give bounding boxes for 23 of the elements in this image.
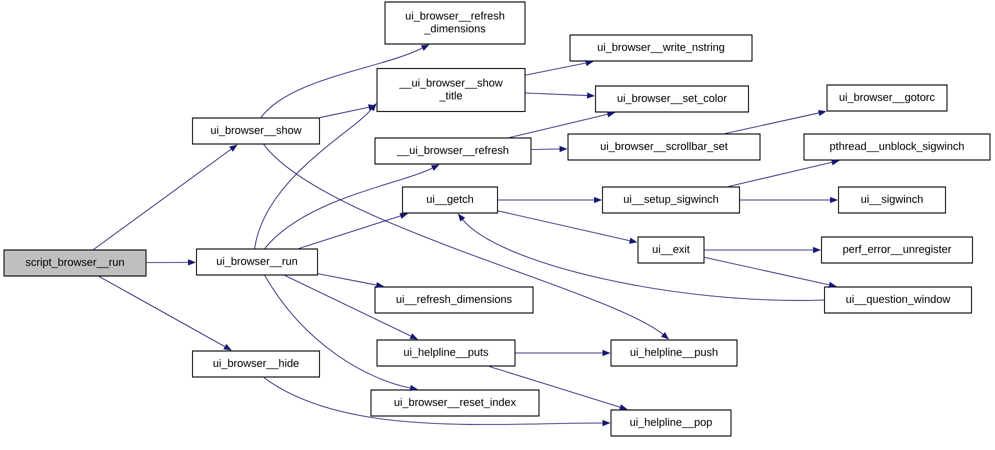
function-box: ui_helpline__push bbox=[610, 340, 738, 366]
function-box: ui__question_window bbox=[824, 286, 972, 314]
function-box: pthread__unblock_sigwinch bbox=[804, 134, 990, 160]
function-box: ui_browser__scrollbar_set bbox=[568, 134, 760, 160]
function-box: ui_browser__hide bbox=[192, 350, 320, 378]
function-box: ui_browser__refresh _dimensions bbox=[384, 2, 526, 44]
function-box: ui__setup_sigwinch bbox=[602, 186, 740, 214]
function-box: ui__sigwinch bbox=[838, 186, 946, 214]
function-box: ui_helpline__puts bbox=[376, 340, 516, 366]
function-box: ui_browser__reset_index bbox=[370, 390, 540, 416]
function-box: perf_error__unregister bbox=[821, 236, 973, 264]
function-box: ui__exit bbox=[638, 236, 704, 264]
function-box: __ui_browser__show _title bbox=[376, 68, 526, 112]
function-box: ui__refresh_dimensions bbox=[374, 286, 534, 314]
function-box: ui_browser__set_color bbox=[595, 86, 749, 112]
function-box: ui_browser__write_nstring bbox=[570, 34, 752, 62]
function-box: __ui_browser__refresh bbox=[374, 138, 532, 164]
function-box: ui_helpline__pop bbox=[610, 410, 732, 436]
function-box: ui__getch bbox=[402, 186, 498, 214]
function-box: script_browser__run bbox=[4, 250, 146, 276]
function-box: ui_browser__gotorc bbox=[826, 84, 948, 112]
function-box: ui_browser__show bbox=[192, 118, 320, 144]
function-box: ui_browser__run bbox=[196, 248, 318, 276]
